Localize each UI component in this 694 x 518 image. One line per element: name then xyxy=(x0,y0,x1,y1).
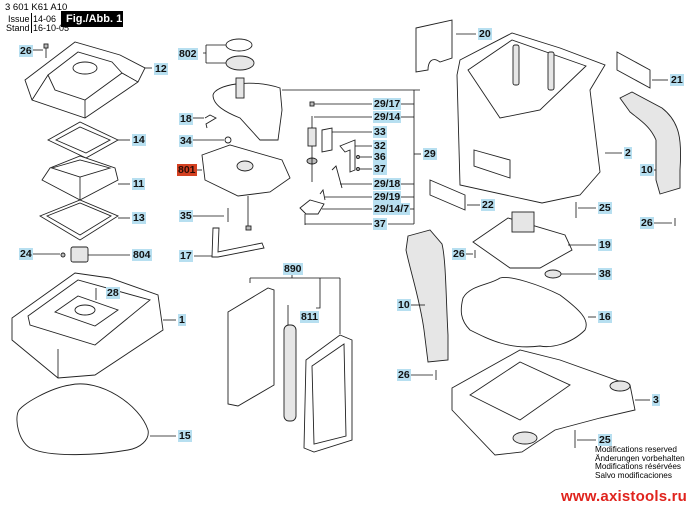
part-17-flex-cable xyxy=(194,227,265,258)
callout-811: 811 xyxy=(300,311,319,323)
part-18-bracket xyxy=(192,114,217,129)
part-10-handle-left xyxy=(405,229,449,363)
callout-14: 14 xyxy=(132,134,146,146)
part-25-screw-top xyxy=(575,202,596,218)
callout-16: 16 xyxy=(598,311,612,323)
callout-804: 804 xyxy=(132,249,152,261)
callout-26-right: 26 xyxy=(640,217,654,229)
callout-38: 38 xyxy=(598,268,612,280)
callout-25-bottom: 25 xyxy=(598,434,612,446)
part-21-label xyxy=(616,51,668,89)
issue-value: 14-06 xyxy=(33,14,57,24)
stand-label: Stand xyxy=(6,23,30,33)
callout-13: 13 xyxy=(132,212,146,224)
callout-25-top: 25 xyxy=(598,202,612,214)
part-13-seal xyxy=(38,199,130,241)
callout-11: 11 xyxy=(132,178,146,190)
part-890-battery-pack xyxy=(227,272,353,453)
callout-10-right: 10 xyxy=(640,164,654,176)
modifications-notice: Modifications reserved Änderungen vorbeh… xyxy=(595,445,685,480)
callout-37-lower: 37 xyxy=(373,218,387,230)
part-14-frame xyxy=(47,121,130,159)
callout-20: 20 xyxy=(478,28,492,40)
callout-28: 28 xyxy=(106,287,120,299)
callout-18: 18 xyxy=(179,113,193,125)
part-804-block xyxy=(33,246,130,263)
notice-line-es: Salvo modificaciones xyxy=(595,470,672,480)
part-1-base xyxy=(11,272,176,379)
callout-37: 37 xyxy=(373,163,387,175)
part-number: 3 601 K61 A10 xyxy=(5,2,68,13)
part-3-base xyxy=(451,349,650,456)
website-watermark: www.axistools.ru xyxy=(561,488,688,505)
callout-21: 21 xyxy=(670,74,684,86)
callout-24: 24 xyxy=(19,248,33,260)
callout-29-17: 29/17 xyxy=(373,98,402,110)
part-802-rings xyxy=(203,38,255,71)
callout-35: 35 xyxy=(179,210,193,222)
part-15-gasket xyxy=(16,383,176,456)
callout-29-19: 29/19 xyxy=(373,191,402,203)
part-rotor-head xyxy=(212,77,420,141)
callout-33: 33 xyxy=(373,126,387,138)
callout-29-14-7: 29/14/7 xyxy=(373,203,411,215)
callout-19: 19 xyxy=(598,239,612,251)
notice-line-fr: Modifications résérvées xyxy=(595,462,682,471)
callout-29: 29 xyxy=(423,148,437,160)
part-20-label xyxy=(415,19,476,73)
callout-890: 890 xyxy=(283,263,303,275)
part-34-nut xyxy=(192,136,232,144)
part-26-screw-bottom xyxy=(409,370,437,380)
part-25-screw-bottom xyxy=(574,430,596,448)
callout-15: 15 xyxy=(178,430,192,442)
callout-801: 801 xyxy=(177,164,197,176)
callout-802: 802 xyxy=(178,48,198,60)
part-12-top-cover xyxy=(24,41,152,119)
notice-line-en: Modifications reserved xyxy=(595,445,677,454)
callout-29-14: 29/14 xyxy=(373,111,402,123)
part-16-gasket xyxy=(460,277,596,348)
callout-3: 3 xyxy=(652,394,660,406)
issue-label: Issue xyxy=(8,14,30,24)
part-11-hood xyxy=(41,155,130,201)
callout-36: 36 xyxy=(373,151,387,163)
callout-29-18: 29/18 xyxy=(373,178,402,190)
callout-26-mid: 26 xyxy=(452,248,466,260)
callout-10-left: 10 xyxy=(397,299,411,311)
callout-2: 2 xyxy=(624,147,632,159)
callout-26: 26 xyxy=(19,45,33,57)
callout-26-bottom: 26 xyxy=(397,369,411,381)
part-38-cap xyxy=(544,269,596,279)
header-brace xyxy=(28,13,32,33)
callout-1: 1 xyxy=(178,314,186,326)
notice-line-de: Änderungen vorbehalten xyxy=(595,453,685,463)
part-801-board xyxy=(196,144,291,231)
callout-17: 17 xyxy=(179,250,193,262)
callout-32: 32 xyxy=(373,140,387,152)
part-10-handle-right xyxy=(619,91,682,195)
part-22-label xyxy=(429,179,480,211)
part-26-screw-right xyxy=(651,218,676,226)
part-26-screw-top xyxy=(33,43,49,58)
callout-34: 34 xyxy=(179,135,193,147)
figure-badge: Fig./Abb. 1 xyxy=(61,11,123,27)
part-2-housing xyxy=(456,32,622,204)
part-19-pcb xyxy=(472,211,596,269)
callout-22: 22 xyxy=(481,199,495,211)
stand-value: 16-10-05 xyxy=(33,23,70,33)
part-35-screw xyxy=(193,208,229,222)
callout-12: 12 xyxy=(154,63,168,75)
